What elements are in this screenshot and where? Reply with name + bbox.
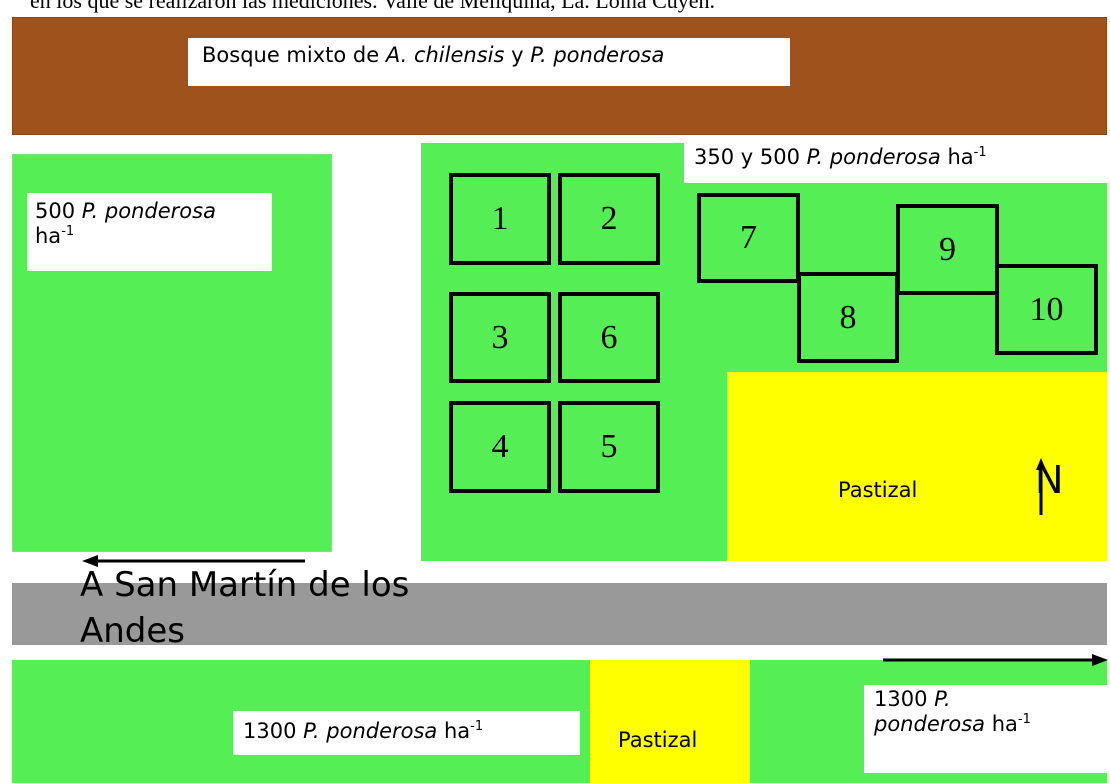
bottom-right-number: 1300 <box>874 687 928 711</box>
right-stand-exp: -1 <box>973 145 987 160</box>
plot-2: 2 <box>558 173 660 265</box>
arrow-left-icon <box>82 555 305 567</box>
forest-label-mid: y <box>504 43 531 67</box>
left-stand-species: P. ponderosa <box>81 199 216 223</box>
plot-5: 5 <box>558 401 660 493</box>
road-destination-label: A San Martín de los Andes <box>80 565 410 651</box>
bottom-left-species: P. ponderosa <box>303 719 438 743</box>
plot-10: 10 <box>995 264 1098 355</box>
forest-label-prefix: Bosque mixto de <box>202 43 386 67</box>
bottom-left-exp: -1 <box>470 719 484 734</box>
forest-species-2: P. ponderosa <box>530 43 665 67</box>
plot-4: 4 <box>449 401 551 493</box>
plot-7: 7 <box>697 193 800 283</box>
bottom-left-stand-label: 1300 P. ponderosa ha-1 <box>233 711 580 755</box>
arrow-right-icon <box>883 654 1108 666</box>
figure-caption: en los que se realizaron las mediciones.… <box>30 0 716 13</box>
plot-1: 1 <box>449 173 551 265</box>
bottom-right-unit: ha <box>991 712 1018 737</box>
north-arrow-icon <box>1036 458 1046 515</box>
bottom-left-number: 1300 <box>243 719 297 743</box>
grassland-bottom <box>590 660 750 783</box>
right-stand-number: 350 y 500 <box>694 145 800 169</box>
bottom-right-species-2: ponderosa <box>874 712 986 737</box>
left-stand-exp: -1 <box>61 224 75 240</box>
bottom-right-stand-label: 1300 P. ponderosa ha-1 <box>864 685 1107 773</box>
plot-3: 3 <box>449 292 551 383</box>
right-stand-species: P. ponderosa <box>806 145 941 169</box>
mixed-forest-label: Bosque mixto de A. chilensis y P. ponder… <box>188 38 790 86</box>
grassland-bottom-label: Pastizal <box>618 728 698 752</box>
right-stand-label: 350 y 500 P. ponderosa ha-1 <box>684 139 1107 183</box>
north-label: N <box>1035 458 1064 502</box>
grassland-top-label: Pastizal <box>838 478 918 502</box>
left-stand-unit: ha <box>35 224 62 249</box>
plot-6: 6 <box>558 292 660 383</box>
bottom-right-exp: -1 <box>1017 712 1031 728</box>
forest-species-1: A. chilensis <box>385 43 505 67</box>
bottom-left-unit: ha <box>443 719 471 743</box>
road <box>12 583 1107 645</box>
left-stand-label: 500 P. ponderosa ha-1 <box>27 193 272 271</box>
plot-9: 9 <box>896 204 999 295</box>
bottom-right-species-1: P. <box>934 687 951 711</box>
right-stand-unit: ha <box>947 145 974 169</box>
plot-8: 8 <box>797 272 899 363</box>
left-stand-number: 500 <box>35 199 76 223</box>
